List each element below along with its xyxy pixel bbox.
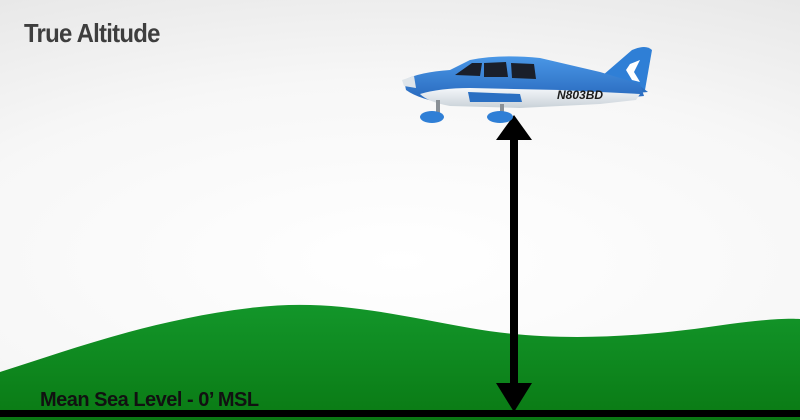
- sea-level-label: Mean Sea Level - 0’ MSL: [40, 389, 259, 411]
- airplane-icon: N803BD: [402, 47, 652, 123]
- sea-level-line: [0, 410, 800, 417]
- diagram-title: True Altitude: [24, 18, 160, 48]
- double-headed-arrow-icon: [496, 115, 532, 412]
- terrain-hills: [0, 304, 800, 420]
- aircraft-registration: N803BD: [557, 88, 603, 102]
